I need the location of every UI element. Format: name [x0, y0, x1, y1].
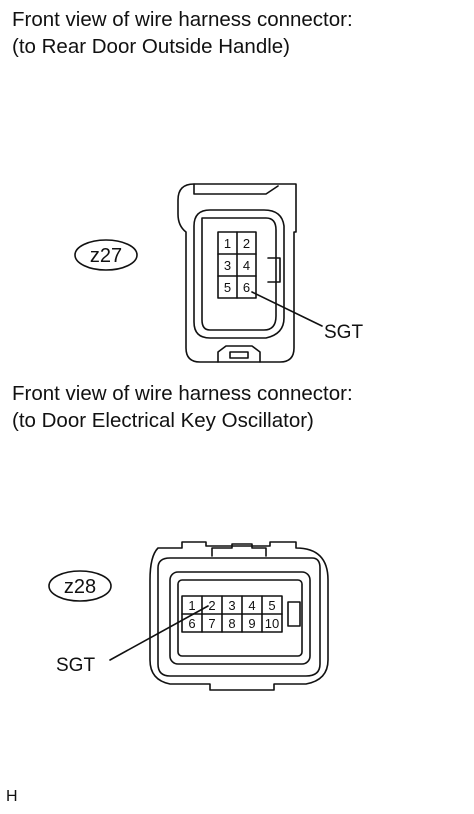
z27-label-oval	[74, 239, 138, 271]
z28-side-lock	[287, 601, 301, 627]
z28-pin-4: 4	[248, 598, 255, 613]
z27-caption: Front view of wire harness connector: (t…	[12, 6, 353, 60]
z27-pin-3: 3	[224, 258, 231, 273]
z27-pin-2: 2	[243, 236, 250, 251]
z28-pin-1: 1	[188, 598, 195, 613]
z28-pin-9: 9	[248, 616, 255, 631]
z28-caption: Front view of wire harness connector: (t…	[12, 380, 353, 434]
z27-housing	[177, 183, 297, 363]
z28-caption-line1: Front view of wire harness connector:	[12, 382, 353, 405]
z27-caption-line1: Front view of wire harness connector:	[12, 8, 353, 31]
z28-pin-6: 6	[188, 616, 195, 631]
z27-pin-6: 6	[243, 280, 250, 295]
z28-pin-3: 3	[228, 598, 235, 613]
z27-caption-line2: (to Rear Door Outside Handle)	[12, 35, 291, 58]
z27-pin-4: 4	[243, 258, 250, 273]
z27-inner-wall	[201, 217, 277, 331]
z27-label: z27	[90, 245, 122, 267]
z28-pin-grid	[181, 595, 283, 633]
z28-inner-wall	[177, 579, 303, 657]
z27-side-lock	[267, 257, 281, 283]
z28-pin-2: 2	[208, 598, 215, 613]
z28-housing	[149, 541, 329, 691]
z28-label: z28	[64, 576, 96, 598]
z28-pin-10: 10	[265, 616, 279, 631]
z27-top-latch	[193, 183, 279, 195]
connector-z27: z27 1 2 3 4 5 6 SGT	[74, 183, 363, 363]
footer-mark: H	[6, 788, 18, 805]
z28-top-latch	[211, 543, 267, 557]
z28-pin-7: 7	[208, 616, 215, 631]
z27-sgt-label: SGT	[324, 322, 363, 343]
z28-sgt-leader	[109, 605, 209, 661]
z27-sgt-leader	[251, 291, 323, 327]
z27-bottom-latch	[217, 345, 261, 363]
z28-pin-5: 5	[268, 598, 275, 613]
z28-caption-line2: (to Door Electrical Key Oscillator)	[12, 409, 314, 432]
z28-sgt-label: SGT	[56, 655, 95, 676]
z28-outer-wall	[157, 557, 321, 677]
z27-inner-housing	[193, 209, 285, 339]
z27-pin-grid	[217, 231, 257, 299]
connector-z28: z28 1 2 3 4 5 6 7 8 9 10 SGT	[48, 541, 329, 691]
z27-pin-1: 1	[224, 236, 231, 251]
z27-bottom-slot	[229, 351, 249, 359]
z28-inner-housing	[169, 571, 311, 665]
z28-pin-8: 8	[228, 616, 235, 631]
z27-pin-5: 5	[224, 280, 231, 295]
z28-label-oval	[48, 570, 112, 602]
